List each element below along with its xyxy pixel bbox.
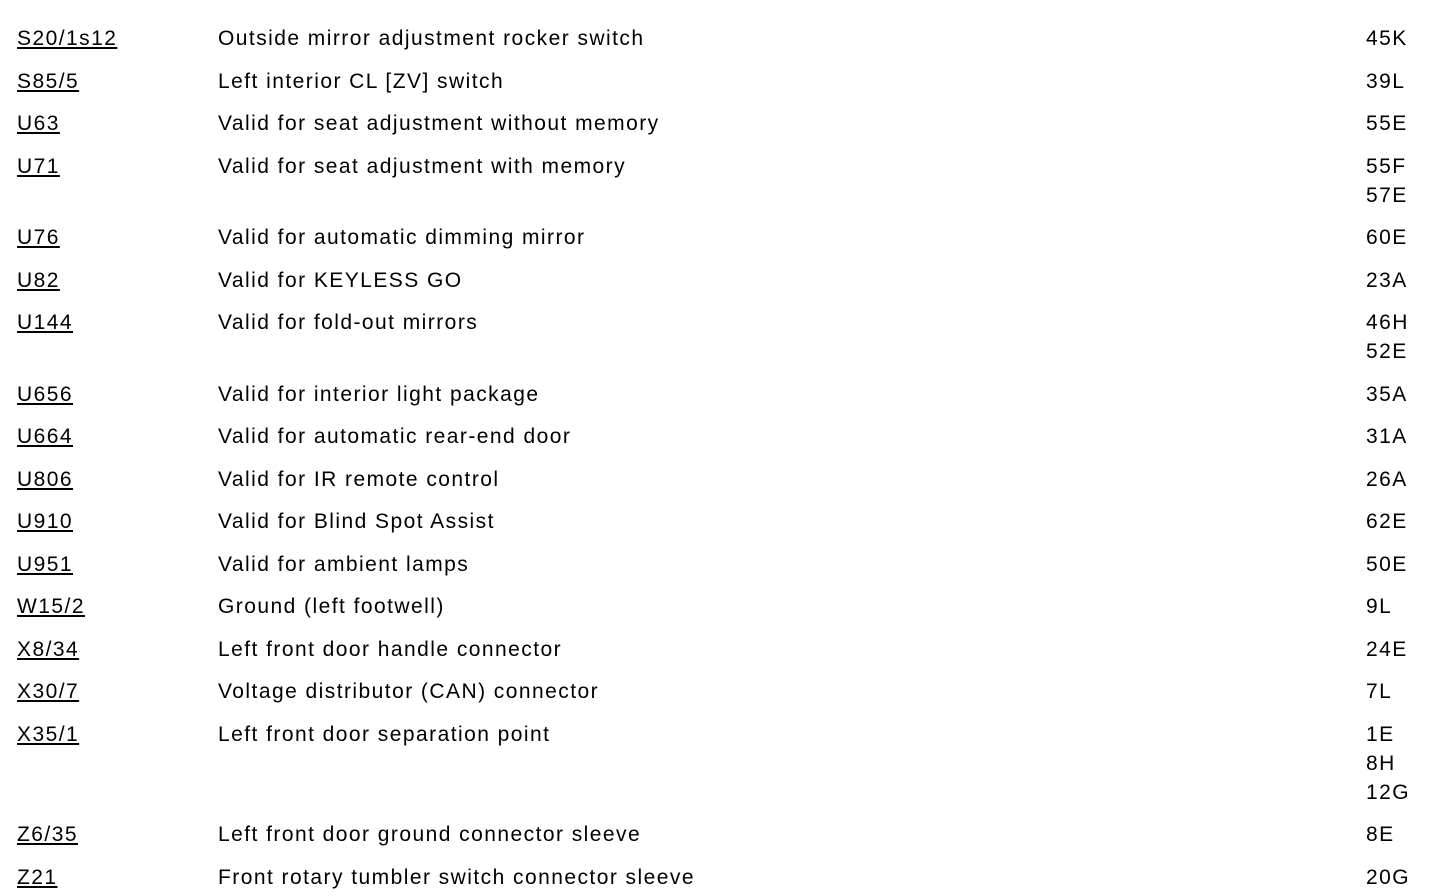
component-code-link[interactable]: U63 bbox=[17, 112, 60, 135]
grid-location-line: 20G bbox=[1366, 865, 1411, 889]
grid-location-line: 62E bbox=[1366, 510, 1408, 533]
component-description: Valid for interior light package bbox=[218, 382, 540, 406]
grid-location-line: 35A bbox=[1366, 382, 1408, 406]
grid-location: 20G bbox=[1366, 863, 1440, 892]
table-row: X35/1 Left front door separation point 1… bbox=[17, 720, 1440, 807]
component-code-link[interactable]: U656 bbox=[17, 382, 74, 406]
component-code-link[interactable]: U76 bbox=[17, 226, 60, 249]
component-description: Left front door ground connector sleeve bbox=[218, 823, 642, 846]
grid-location-line: 55E bbox=[1366, 112, 1408, 135]
grid-location: 35A bbox=[1366, 380, 1440, 409]
component-code-link[interactable]: W15/2 bbox=[17, 595, 85, 618]
component-code-link[interactable]: U910 bbox=[17, 510, 74, 533]
grid-location-line: 24E bbox=[1366, 637, 1408, 661]
component-description: Valid for fold-out mirrors bbox=[218, 311, 479, 334]
component-code-link[interactable]: U951 bbox=[17, 552, 74, 576]
component-code-link[interactable]: S20/1s12 bbox=[17, 27, 118, 50]
table-row: X8/34 Left front door handle connector 2… bbox=[17, 635, 1440, 664]
grid-location-line: 52E bbox=[1366, 340, 1408, 363]
component-description: Left front door handle connector bbox=[218, 637, 563, 661]
grid-location-line: 60E bbox=[1366, 226, 1408, 249]
grid-location-line: 31A bbox=[1366, 425, 1408, 448]
component-description: Valid for automatic rear-end door bbox=[218, 425, 572, 448]
grid-location-line: 26A bbox=[1366, 467, 1408, 491]
component-description: Valid for seat adjustment with memory bbox=[218, 154, 627, 178]
grid-location-line: 46H bbox=[1366, 311, 1409, 334]
component-description: Left front door separation point bbox=[218, 722, 551, 746]
component-code-link[interactable]: U806 bbox=[17, 467, 74, 491]
grid-location-line: 23A bbox=[1366, 268, 1408, 292]
component-code-link[interactable]: Z21 bbox=[17, 865, 58, 889]
table-row: U76 Valid for automatic dimming mirror 6… bbox=[17, 223, 1440, 252]
grid-location: 39L bbox=[1366, 67, 1440, 96]
grid-location-line: 1E bbox=[1366, 722, 1395, 746]
component-description: Front rotary tumbler switch connector sl… bbox=[218, 865, 695, 889]
grid-location-line: 39L bbox=[1366, 69, 1406, 93]
table-row: W15/2 Ground (left footwell) 9L bbox=[17, 592, 1440, 621]
component-description: Valid for KEYLESS GO bbox=[218, 268, 463, 292]
table-row: U82 Valid for KEYLESS GO 23A bbox=[17, 266, 1440, 295]
table-row: U951 Valid for ambient lamps 50E bbox=[17, 550, 1440, 579]
grid-location: 7L bbox=[1366, 677, 1440, 706]
table-row: U71 Valid for seat adjustment with memor… bbox=[17, 152, 1440, 210]
grid-location-line: 9L bbox=[1366, 595, 1393, 618]
table-row: S85/5 Left interior CL [ZV] switch 39L bbox=[17, 67, 1440, 96]
component-description: Valid for Blind Spot Assist bbox=[218, 510, 495, 533]
component-description: Valid for automatic dimming mirror bbox=[218, 226, 586, 249]
grid-location: 1E 8H 12G bbox=[1366, 720, 1440, 807]
grid-location: 62E bbox=[1366, 507, 1440, 536]
component-code-link[interactable]: U82 bbox=[17, 268, 60, 292]
table-row: X30/7 Voltage distributor (CAN) connecto… bbox=[17, 677, 1440, 706]
grid-location: 60E bbox=[1366, 223, 1440, 252]
table-row: U806 Valid for IR remote control 26A bbox=[17, 465, 1440, 494]
table-row: U664 Valid for automatic rear-end door 3… bbox=[17, 422, 1440, 451]
grid-location-line: 8E bbox=[1366, 823, 1395, 846]
component-code-link[interactable]: X35/1 bbox=[17, 722, 80, 746]
component-description: Voltage distributor (CAN) connector bbox=[218, 680, 600, 703]
component-code-link[interactable]: X8/34 bbox=[17, 637, 80, 661]
grid-location-line: 57E bbox=[1366, 183, 1408, 207]
grid-location: 55E bbox=[1366, 109, 1440, 138]
component-code-link[interactable]: U664 bbox=[17, 425, 74, 448]
grid-location-line: 55F bbox=[1366, 154, 1407, 178]
component-description: Valid for IR remote control bbox=[218, 467, 500, 491]
component-code-link[interactable]: Z6/35 bbox=[17, 823, 78, 846]
grid-location-line: 45K bbox=[1366, 27, 1408, 50]
table-row: U910 Valid for Blind Spot Assist 62E bbox=[17, 507, 1440, 536]
component-description: Outside mirror adjustment rocker switch bbox=[218, 27, 645, 50]
grid-location: 8E bbox=[1366, 820, 1440, 849]
component-description: Valid for seat adjustment without memory bbox=[218, 112, 660, 135]
component-description: Left interior CL [ZV] switch bbox=[218, 69, 505, 93]
table-row: U656 Valid for interior light package 35… bbox=[17, 380, 1440, 409]
grid-location-line: 12G bbox=[1366, 780, 1411, 804]
grid-location: 24E bbox=[1366, 635, 1440, 664]
component-description: Valid for ambient lamps bbox=[218, 552, 470, 576]
grid-location: 9L bbox=[1366, 592, 1440, 621]
grid-location: 23A bbox=[1366, 266, 1440, 295]
grid-location: 26A bbox=[1366, 465, 1440, 494]
grid-location: 45K bbox=[1366, 24, 1440, 53]
grid-location-line: 7L bbox=[1366, 680, 1393, 703]
grid-location: 31A bbox=[1366, 422, 1440, 451]
component-description: Ground (left footwell) bbox=[218, 595, 445, 618]
grid-location: 50E bbox=[1366, 550, 1440, 579]
table-row: Z21 Front rotary tumbler switch connecto… bbox=[17, 863, 1440, 892]
grid-location-line: 50E bbox=[1366, 552, 1408, 576]
component-code-link[interactable]: S85/5 bbox=[17, 69, 80, 93]
grid-location-line: 8H bbox=[1366, 751, 1396, 775]
component-code-link[interactable]: U144 bbox=[17, 311, 74, 334]
component-code-link[interactable]: X30/7 bbox=[17, 680, 80, 703]
table-row: Z6/35 Left front door ground connector s… bbox=[17, 820, 1440, 849]
component-code-link[interactable]: U71 bbox=[17, 154, 60, 178]
table-row: S20/1s12 Outside mirror adjustment rocke… bbox=[17, 24, 1440, 53]
table-row: U63 Valid for seat adjustment without me… bbox=[17, 109, 1440, 138]
